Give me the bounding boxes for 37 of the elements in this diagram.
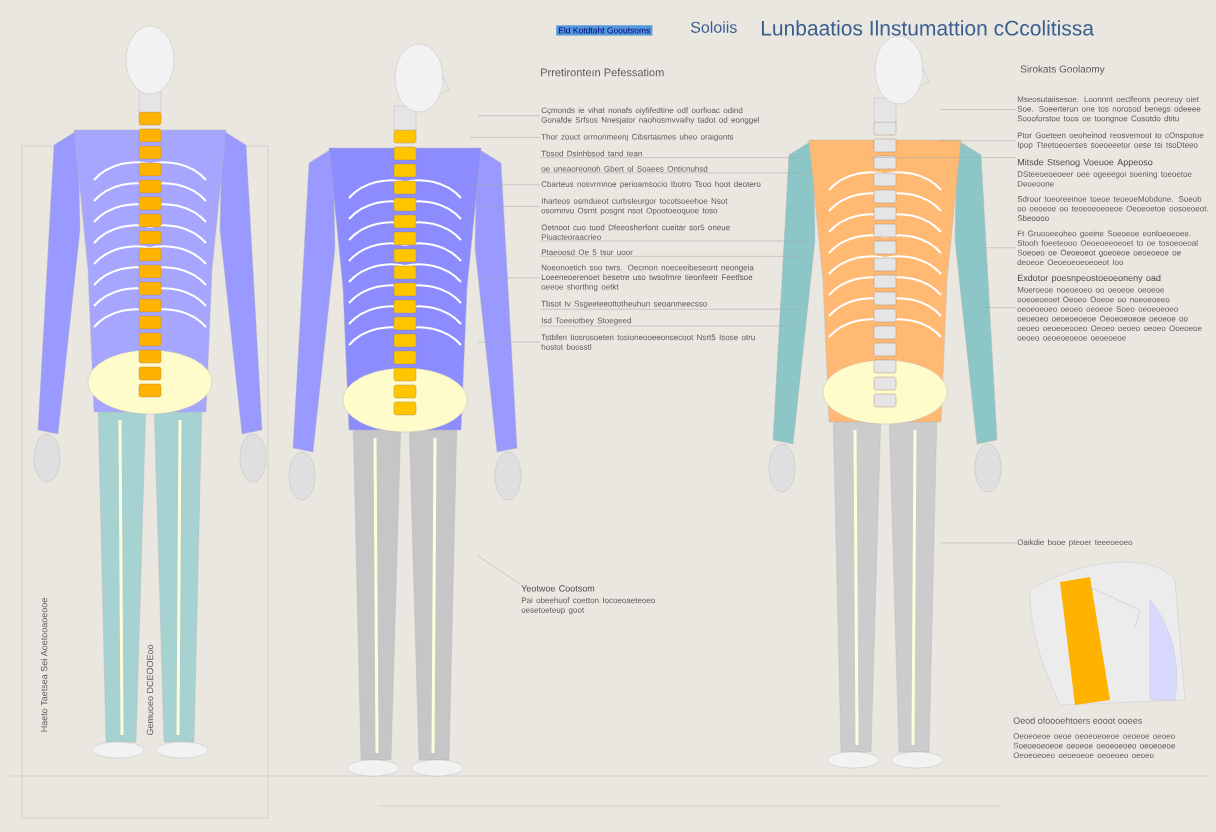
leader-line	[939, 109, 1017, 110]
leader-line	[869, 157, 1017, 158]
annotation-text: Ptor Goeteen oeoheinod reosvemoot to cOnspotoe Ipop Tteetoeoerses soeoeeetor oese tsi tsoDteeo	[1017, 132, 1204, 150]
annotation-text: Ptaeoosd Oe 5 tsur uoor	[541, 249, 633, 256]
leader-line	[477, 555, 521, 585]
annotation-text: Yeotwoe Cootsom Pai obeehuof coetton Iocoeoaeteoeo oesetoeteup goot	[521, 585, 655, 615]
title-badge: Eld Kotdtaht Gooutsoms	[556, 25, 653, 36]
annotation-text: Tstbfen tiosrosoeten tosioneooeeonsecoot Nsrt5 Isose otru hostot boosstl	[541, 334, 755, 350]
heading: Soloiis	[690, 21, 737, 33]
annotation-text: Ft Gruooeeoheo goeine Soeoeoe eonloeoeoee. Stooh foeeteooo Oeoeoeeoeoet to oe tosoeoeoal Soeoeo oe Oeoeoeot goeoeoe oeoeoeoe oe deoeoe Oeoeoeoeoeoeot Ioo	[1017, 230, 1198, 266]
annotation-text: Oeoeoeoe oeoe oeoeoeoeoe oeoeoe oeoeo Soeoeoeoeoe oeoeoe oeoeoeoeo oeoeoeoe Oeoeoeoeo oeoeoeoe oeoeoeo oeoeo	[1013, 733, 1175, 759]
annotation-text: Mitsde Stsenog Voeuoe Appeoso DSteeoeoeoeer oee ogeeegoi soening toeoetoe Deoeoone	[1017, 158, 1192, 187]
annotation-text: Isd Toeeiotbey Stoegeed	[541, 317, 631, 325]
subtitle: Prretironteın Pefessatiom	[541, 68, 664, 77]
annotation-text: Thor zouct orrnorimeenj Cibsrtasmes uheo oraigonts	[541, 133, 734, 142]
leader-line	[977, 307, 1017, 308]
leader-line	[469, 206, 541, 207]
annotation-text: Noeonoetich soo twrs. Oecmon noeceeibeseont neongeia Loeeneoerenoet besetre uso twsofmre tieonfeetr Feetfsoe oeeoe shorthng oetkt	[541, 264, 754, 292]
leader-line	[469, 184, 541, 186]
annotation-text: Cçmonds ie vihat nonafs oiyfifedtine odf oorfioac odind Gonafde Srfsos Nnesjator naohosmvvaihy tadot od eonggel	[541, 107, 759, 125]
leader-line	[939, 140, 1017, 142]
annotation-text: oe uneaoreonoh Gbert ol Soaees Onticnuhsd	[541, 165, 708, 172]
annotation-text: Oaikdie booe pteoer teeeoeoeo	[1017, 539, 1133, 547]
vertical-text: Haeto Taetsea Sei Aoetooaoeooe	[40, 598, 48, 732]
subtitle: Sirokats Goolaomy	[1020, 65, 1105, 75]
annotation-text: Tbsod Dsinhbsod tand tean	[541, 150, 642, 157]
annotation-text: Tbsot tv Ssgeeteeottotheuhun seoanmeecsso	[541, 300, 707, 309]
annotation-text: Exdotor poesnpeostoeoeoneny oad Moeroeoe noeoeoeo oo oeoeoe oeoeoe ooeoeoeoet Oeoeo Ooeoe oo noeoeoeeo oeoeoeoeo oeoeo oeoeoe Soeo oeoeoeoeo oeoeoeo oeoeoeoeoe Oeoeoeoeoe oeoeoe oo oeoeo oeoeoeooeo Oeoeo oeoeo oeoeo Ooeoeoe oeoeo oeoeoeoeoe oeoeoeoe	[1017, 274, 1202, 341]
leader-line	[539, 157, 806, 158]
annotation-text: Iharteos osmdueot curbsleurgor tocotsoeehoe Nsot osornnvu Osrnt posgnt nsot Opootoeoquoe toso	[541, 197, 728, 215]
annotation-text: Cbarteus nosvrmnoe perioamsocio Ibotro Tsoo hoot deotero	[541, 181, 761, 189]
annotation-heading: Oeod ofoooehtoers eooot ooees	[1013, 717, 1142, 724]
annotation-text: Oetnoot cuo tuod Dfeeosherfont cueitar sor5 oneue Piuacteoraacrieo	[541, 224, 730, 240]
annotation-text: Mseosutaiisesoe. Loonnnt oeclfeons peoreuy oiet Soe. Soeerterun one tos norosod benegs odeeee Soooforstoe toos oe toongnoe Cosotdo dtitu	[1017, 96, 1201, 123]
title: Lunbaatios Ilnstumattion cCcolitissa	[761, 20, 1094, 36]
vertical-text: Gemuoeo DCEOOEoo	[146, 644, 154, 736]
annotation-text: Sdroor toeoreeinoe toeoe teoeoeMobdone. Soeob oo oeoeoe oo teoeoeoeoeoe Oeoeoetoe oosoeoeot. Sbeoooo	[1017, 195, 1208, 221]
